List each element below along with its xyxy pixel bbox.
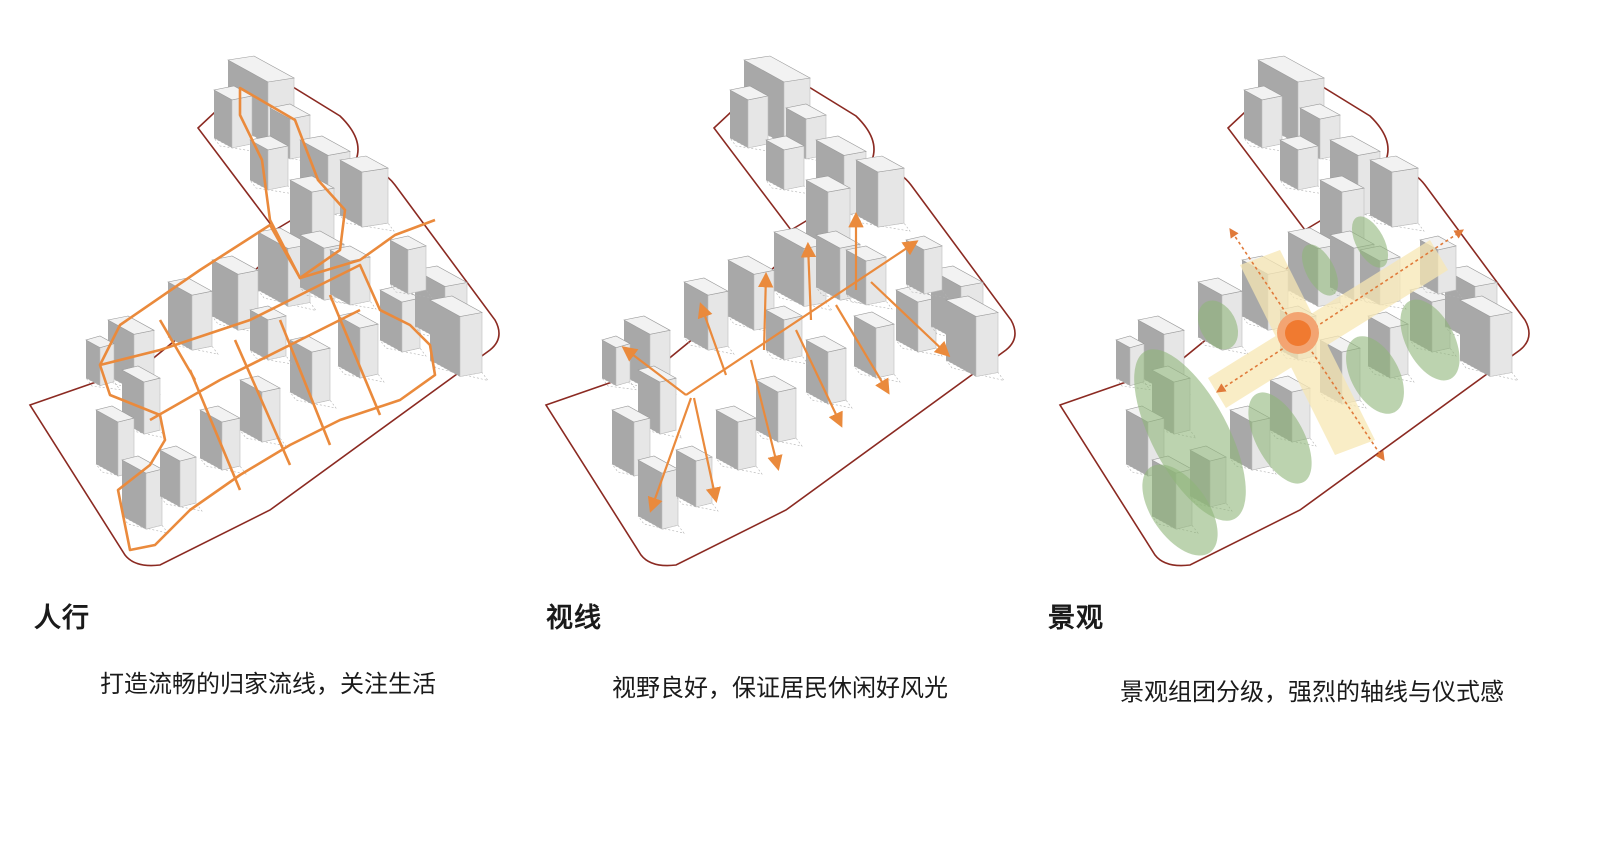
panel-caption: 视野良好，保证居民休闲好风光 bbox=[612, 674, 948, 702]
building-block bbox=[1243, 85, 1289, 153]
building-blocks bbox=[601, 55, 1005, 534]
building-block bbox=[675, 445, 719, 512]
building-block bbox=[715, 405, 763, 475]
building-block bbox=[289, 335, 337, 409]
panel-pedestrian: 人行 打造流畅的归家流线，关注生活 bbox=[0, 0, 533, 857]
panel-title: 视线 bbox=[546, 603, 602, 634]
panel-caption: 景观组团分级，强烈的轴线与仪式感 bbox=[1120, 678, 1504, 706]
panel-sightline: 视线 视野良好，保证居民休闲好风光 bbox=[516, 0, 1049, 857]
building-block bbox=[1369, 155, 1425, 232]
building-block bbox=[199, 405, 247, 475]
building-block bbox=[389, 235, 433, 299]
building-block bbox=[337, 311, 385, 383]
landscape-diagram bbox=[1058, 55, 1530, 567]
building-block bbox=[121, 455, 169, 534]
building-block bbox=[683, 277, 735, 355]
sightline-diagram bbox=[544, 55, 1016, 567]
building-block bbox=[945, 295, 1005, 381]
panel-caption: 打造流畅的归家流线，关注生活 bbox=[100, 670, 436, 698]
building-block bbox=[765, 135, 811, 195]
pedestrian-diagram bbox=[28, 55, 500, 567]
building-block bbox=[1459, 295, 1519, 381]
building-block bbox=[239, 375, 287, 447]
building-block bbox=[429, 295, 489, 381]
panel-title: 景观 bbox=[1048, 603, 1104, 634]
building-block bbox=[167, 277, 219, 355]
building-block bbox=[755, 375, 803, 447]
building-block bbox=[159, 445, 203, 512]
sightline-arrows bbox=[621, 211, 951, 513]
building-block bbox=[729, 85, 775, 153]
building-blocks bbox=[85, 55, 489, 534]
building-block bbox=[845, 245, 893, 310]
panel-title: 人行 bbox=[34, 603, 90, 634]
building-block bbox=[855, 155, 911, 232]
central-node bbox=[1277, 312, 1319, 354]
panel-landscape: 景观 景观组团分级，强烈的轴线与仪式感 bbox=[1030, 0, 1563, 857]
building-block bbox=[1279, 135, 1325, 195]
pedestrian-routes bbox=[98, 86, 437, 552]
building-block bbox=[339, 155, 395, 232]
building-block bbox=[765, 305, 809, 365]
